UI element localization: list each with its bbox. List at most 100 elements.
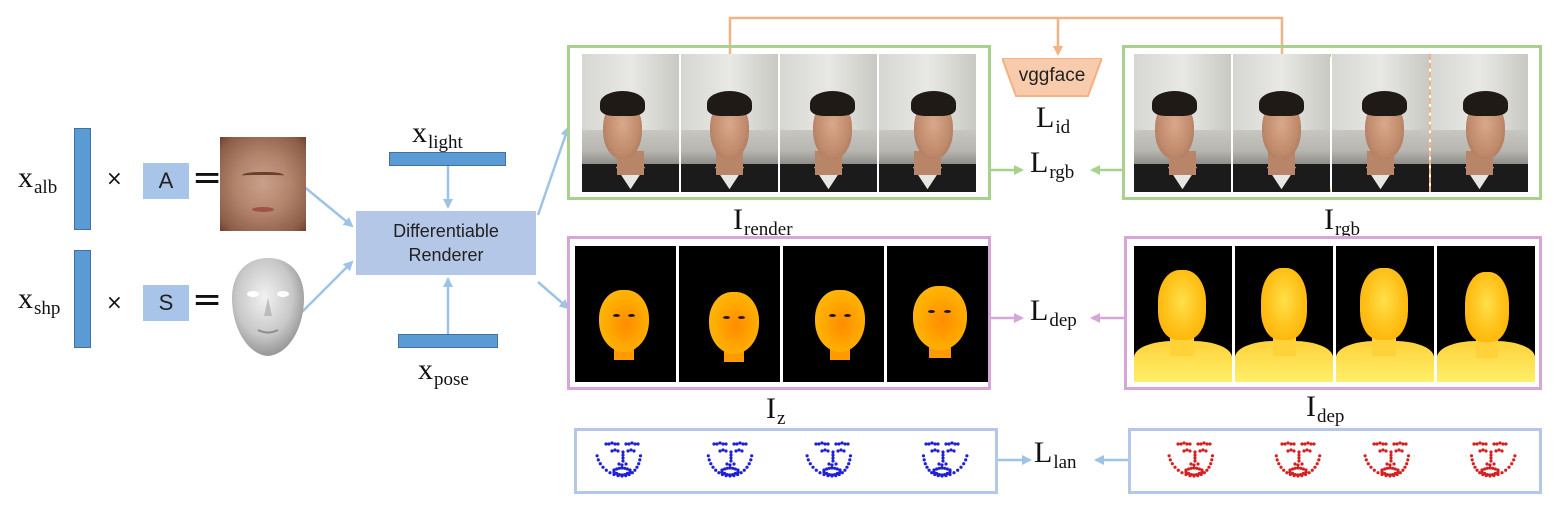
rgb-photo-2 — [1233, 54, 1330, 192]
albedo-eyes — [242, 172, 284, 181]
landmark-dot — [1197, 467, 1201, 471]
landmark-dot — [1315, 462, 1319, 466]
landmark-dot — [941, 456, 945, 460]
landmark-dot — [1384, 449, 1388, 453]
landmark-dot — [830, 463, 834, 467]
landmark-dot — [1507, 465, 1511, 469]
render-depth-map-2 — [679, 246, 780, 382]
landmark-dot — [1385, 473, 1389, 477]
landmark-dot — [827, 466, 831, 470]
landmark-dot — [1198, 449, 1202, 453]
landmark-dot — [1485, 462, 1489, 466]
landmark-dot — [1489, 450, 1493, 454]
real-depth-frame — [1124, 236, 1542, 390]
landmark-dot — [1180, 471, 1184, 475]
albedo-texture-map — [220, 137, 306, 231]
landmark-dot — [1304, 470, 1308, 474]
real-depth-map-4 — [1437, 246, 1535, 382]
landmark-dot — [1291, 467, 1295, 471]
landmark-dot — [630, 441, 634, 445]
landmark-dot — [721, 448, 725, 452]
landmark-dot — [725, 462, 729, 466]
landmark-dot — [1313, 465, 1317, 469]
landmark-dot — [823, 442, 827, 446]
landmark-dot — [831, 456, 835, 460]
render-photo-2 — [681, 54, 778, 192]
landmark-dot — [945, 471, 949, 476]
landmark-dot — [728, 466, 732, 470]
landmark-dot — [1389, 453, 1393, 457]
landmark-dot — [623, 473, 627, 477]
landmark-dot — [1196, 442, 1200, 446]
landmark-dot — [848, 458, 852, 462]
landmark-dot — [1504, 468, 1508, 472]
landmark-dot — [1310, 468, 1314, 472]
landmark-dot — [1494, 449, 1498, 453]
landmark-dot — [933, 442, 937, 446]
landmark-dot — [626, 449, 630, 453]
landmark-dot — [1375, 442, 1379, 446]
landmark-dot — [941, 450, 945, 454]
landmark-dot — [1296, 466, 1300, 470]
landmark-dot — [822, 472, 826, 477]
predicted-landmarks — [595, 441, 969, 478]
landmark-dot — [847, 462, 851, 466]
landmark-dot — [1296, 473, 1300, 477]
landmark-dot — [1277, 462, 1281, 466]
landmark-dot — [1297, 459, 1301, 463]
landmark-dot — [1388, 473, 1392, 477]
landmark-dot — [1501, 442, 1505, 446]
landmark-dot — [1204, 449, 1208, 453]
landmark-dot — [1297, 450, 1301, 454]
landmark-dot — [936, 442, 940, 446]
landmark-dot — [959, 465, 963, 469]
landmark-dot — [1184, 472, 1188, 477]
landmark-dot — [930, 449, 934, 453]
landmark-dot — [720, 470, 724, 474]
landmark-dot — [1510, 462, 1514, 466]
landmark-dot — [731, 473, 735, 477]
landmark-dot — [613, 442, 617, 446]
landmark-dot — [1288, 470, 1292, 474]
landmark-dot — [814, 468, 818, 472]
landmark-dot — [610, 441, 614, 445]
arrow-renderer-to-depth — [537, 281, 570, 310]
landmark-dot — [1391, 466, 1395, 470]
landmark-dot — [623, 466, 627, 470]
landmark-dot — [935, 471, 939, 476]
landmark-dot — [1168, 458, 1172, 462]
landmark-dot — [1317, 458, 1321, 462]
landmark-dot — [617, 473, 621, 477]
landmark-dot — [835, 467, 839, 471]
landmark-dot — [820, 441, 824, 445]
landmark-dot — [731, 466, 735, 470]
landmark-dot — [635, 465, 639, 469]
times-operator-albedo: × — [106, 166, 123, 190]
landmark-dot — [628, 470, 632, 474]
landmark-dot — [617, 462, 621, 466]
landmark-dot — [724, 449, 728, 453]
landmark-dot — [1282, 468, 1286, 472]
landmark-dot — [1403, 465, 1407, 469]
landmark-dot — [1475, 468, 1479, 472]
landmark-dot — [1364, 458, 1368, 462]
landmark-dot — [1305, 448, 1309, 452]
landmark-dot — [1318, 454, 1322, 458]
x-alb-symbol: xalb — [18, 161, 58, 198]
landmark-dot — [739, 471, 743, 475]
landmark-dot — [728, 473, 732, 477]
landmark-dot — [1192, 466, 1196, 470]
landmark-dot — [826, 442, 830, 446]
landmark-dot — [1202, 441, 1206, 445]
landmark-dot — [616, 442, 620, 446]
landmark-dot — [1389, 456, 1393, 460]
landmark-dot — [1401, 468, 1405, 472]
landmark-dot — [1301, 471, 1305, 476]
landmark-dot — [1473, 465, 1477, 469]
landmark-dot — [1189, 462, 1193, 466]
landmark-dot — [625, 467, 629, 471]
landmark-dot — [839, 448, 843, 452]
landmark-dot — [1484, 442, 1488, 446]
landmark-dot — [1380, 472, 1384, 477]
real-depth-map-1 — [1134, 246, 1232, 382]
